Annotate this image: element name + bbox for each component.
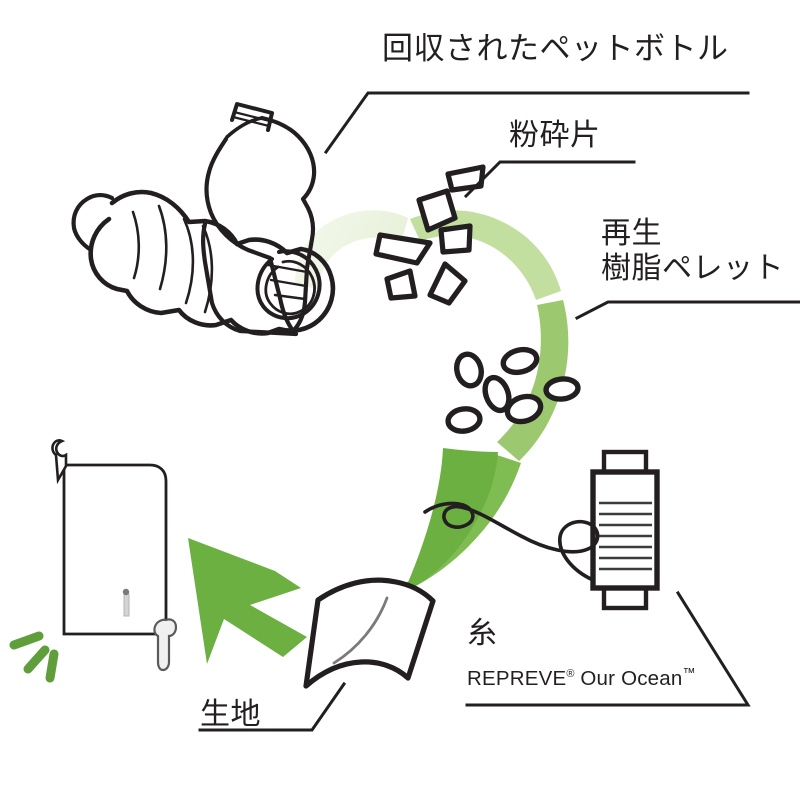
thread-spool-illustration	[423, 449, 660, 611]
flake-5	[384, 268, 418, 301]
flake-6	[427, 261, 468, 306]
label-collected-pet-bottles: 回収されたペットボトル	[382, 31, 729, 67]
pellet-4	[504, 393, 544, 425]
sparkle-dashes	[9, 631, 59, 683]
bottle-crushed-fold-2	[157, 204, 168, 291]
pellet-2	[482, 374, 512, 414]
bottle-crushed-neck	[71, 193, 115, 253]
plastic-flakes-illustration	[373, 164, 486, 306]
leader-line-pellets	[574, 300, 800, 321]
flow-arc-arrowhead	[404, 448, 498, 592]
sparkle-dash-2	[23, 645, 50, 674]
flow-arc-segment-right	[497, 300, 569, 461]
pellet-5	[543, 376, 581, 402]
pouch-label-dot	[122, 588, 130, 596]
bottle-rib-2	[269, 278, 308, 288]
fabric-outline	[303, 577, 436, 689]
flake-3	[373, 232, 433, 266]
brand-name-text: REPREVE	[467, 666, 567, 690]
fabric-fold-line	[332, 596, 389, 665]
label-brand-repreve-our-ocean: REPREVE® Our Ocean™	[467, 665, 695, 691]
spool-winding-lines	[599, 501, 652, 571]
label-pellets-line-2: 樹脂ペレット	[601, 251, 784, 287]
label-crushed-flakes: 粉砕片	[509, 118, 601, 153]
loose-thread-strand	[423, 501, 600, 582]
pouch-zipper-pull	[153, 618, 178, 672]
label-yarn: 糸	[467, 616, 498, 651]
bottle-crushed-outline	[88, 189, 336, 336]
flake-4	[438, 223, 473, 255]
sparkle-dash-1	[9, 631, 44, 650]
pellet-6	[445, 406, 483, 434]
bottle-cap-line-1	[232, 110, 272, 123]
leader-lines	[198, 91, 800, 732]
crushed-pet-bottles-illustration	[71, 102, 336, 337]
bottle-cap-line-2	[231, 115, 271, 128]
label-recycled-resin-pellets: 再生樹脂ペレット	[601, 216, 784, 287]
pellet-1	[454, 351, 484, 389]
flow-arc-segment-lower	[406, 455, 521, 587]
flow-arc-tail	[295, 210, 408, 290]
flake-2	[445, 164, 486, 193]
trademark-mark-icon: ™	[682, 665, 696, 680]
leader-line-bottles	[323, 91, 750, 155]
brand-suffix-text: Our Ocean	[580, 666, 683, 690]
flake-1	[416, 188, 458, 233]
bottle-upright-body	[201, 136, 299, 337]
leader-line-flakes	[463, 160, 636, 199]
green-arrow-to-pouch	[188, 538, 307, 664]
leader-line-thread	[465, 590, 751, 707]
bottle-crushed-fold-1	[131, 210, 141, 280]
pellet-3	[500, 346, 540, 376]
bottle-rib-3	[273, 293, 307, 301]
bottle-upright-right	[259, 115, 317, 336]
sparkle-dash-3	[45, 649, 59, 683]
bottle-rib-1	[266, 263, 309, 274]
pouch-label-tag	[123, 593, 130, 617]
label-fabric: 生地	[200, 697, 261, 732]
bottle-crushed-fold-4	[201, 224, 214, 314]
spool-body	[590, 469, 660, 591]
zipper-pouch-illustration	[51, 439, 178, 672]
resin-pellets-illustration	[445, 346, 581, 434]
fabric-swatch-illustration	[303, 577, 436, 689]
leader-line-fabric	[198, 681, 347, 732]
registered-mark-icon: ®	[566, 668, 575, 680]
bottle-crushed-base-ring-outer	[255, 249, 322, 321]
bottle-crushed-fold-3	[182, 217, 195, 305]
pouch-body	[62, 463, 168, 636]
bottle-crushed-base-ring-inner	[264, 259, 316, 316]
pouch-handle-loop	[51, 439, 68, 485]
label-pellets-line-1: 再生	[601, 216, 662, 251]
